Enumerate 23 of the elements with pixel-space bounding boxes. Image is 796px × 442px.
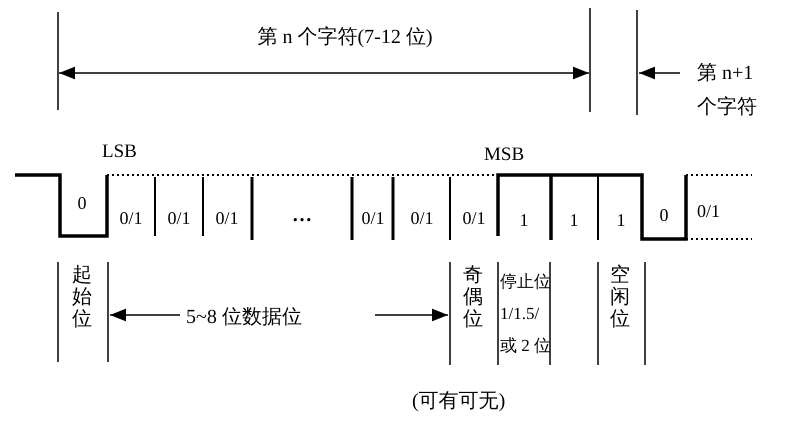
field-label: 停止位 1/1.5/或 2 位 bbox=[500, 271, 552, 357]
dimension-label: 第 n 个字符(7-12 位) bbox=[256, 25, 434, 50]
bit-value: 0/1 bbox=[697, 200, 722, 223]
note: (可有可无) bbox=[412, 389, 506, 414]
bit-value: 0 bbox=[658, 204, 670, 227]
bit-value: 0/1 bbox=[360, 207, 386, 230]
field-label: 起始位 bbox=[72, 264, 92, 330]
bit-value: 0/1 bbox=[409, 207, 434, 230]
bit-value: 0/1 bbox=[166, 207, 192, 230]
bit-value: 1 bbox=[568, 209, 580, 232]
bit-value: 0 bbox=[76, 192, 88, 215]
bit-value: 0/1 bbox=[214, 207, 240, 230]
dimension-label: 第 n+1 个字符 bbox=[697, 61, 758, 120]
bit-value: 0/1 bbox=[461, 207, 486, 230]
dimension-label: 5~8 位数据位 bbox=[186, 305, 303, 330]
bit-value: 0/1 bbox=[118, 207, 144, 230]
bit-order-label: MSB bbox=[484, 143, 526, 167]
bit-value: 1 bbox=[518, 209, 530, 232]
bit-order-label: LSB bbox=[102, 140, 138, 164]
field-label: 空闲位 bbox=[610, 264, 630, 330]
bit-value: 1 bbox=[616, 209, 626, 232]
field-label: 奇偶位 bbox=[463, 264, 483, 330]
ellipsis: … bbox=[291, 203, 313, 228]
